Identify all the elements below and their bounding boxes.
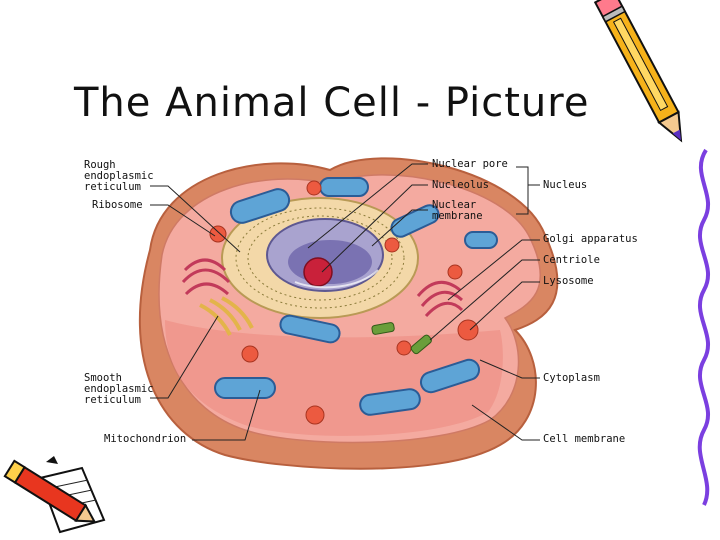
- pencil-and-notepad-icon: [3, 456, 106, 534]
- label-centriole: Centriole: [543, 254, 600, 266]
- leader-centriole: [429, 259, 540, 341]
- leader-ribosome: [150, 204, 216, 237]
- leader-nuclear-pore: [307, 163, 428, 249]
- leader-golgi: [447, 239, 540, 301]
- purple-wavy-border: [697, 148, 711, 506]
- label-nuclear-pore: Nuclear pore: [432, 158, 508, 170]
- label-golgi-apparatus: Golgi apparatus: [543, 233, 638, 245]
- label-nucleus: Nucleus: [543, 179, 588, 191]
- slide-title: The Animal Cell - Picture: [74, 80, 590, 126]
- label-ribosome: Ribosome: [92, 199, 143, 211]
- label-nucleolus: Nucleolus: [432, 179, 489, 191]
- leader-rough-er: [150, 185, 241, 253]
- label-mitochondrion: Mitochondrion: [104, 433, 187, 445]
- label-cytoplasm: Cytoplasm: [543, 372, 600, 384]
- label-nuclear-membrane: Nuclear membrane: [432, 199, 483, 222]
- leader-mitochondrion: [192, 389, 261, 441]
- leader-lines: [150, 163, 540, 441]
- leader-smooth-er: [150, 315, 219, 399]
- leader-cytoplasm: [479, 359, 540, 379]
- leader-nuclear-membrane: [371, 209, 428, 247]
- leader-nucleolus: [321, 184, 428, 273]
- label-lysosome: Lysosome: [543, 275, 594, 287]
- label-smooth-er: Smooth endoplasmic reticulum: [84, 372, 154, 406]
- animal-cell-diagram: [138, 157, 559, 470]
- leader-cell-membrane: [471, 404, 540, 441]
- leader-lysosome: [469, 281, 540, 331]
- nucleus-bracket: [516, 166, 529, 215]
- label-cell-membrane: Cell membrane: [543, 433, 626, 445]
- nucleolus-shape: [303, 257, 333, 287]
- mitochondria: [214, 177, 498, 416]
- pencil-icon: [593, 0, 683, 143]
- label-rough-er: Rough endoplasmic reticulum: [84, 159, 154, 193]
